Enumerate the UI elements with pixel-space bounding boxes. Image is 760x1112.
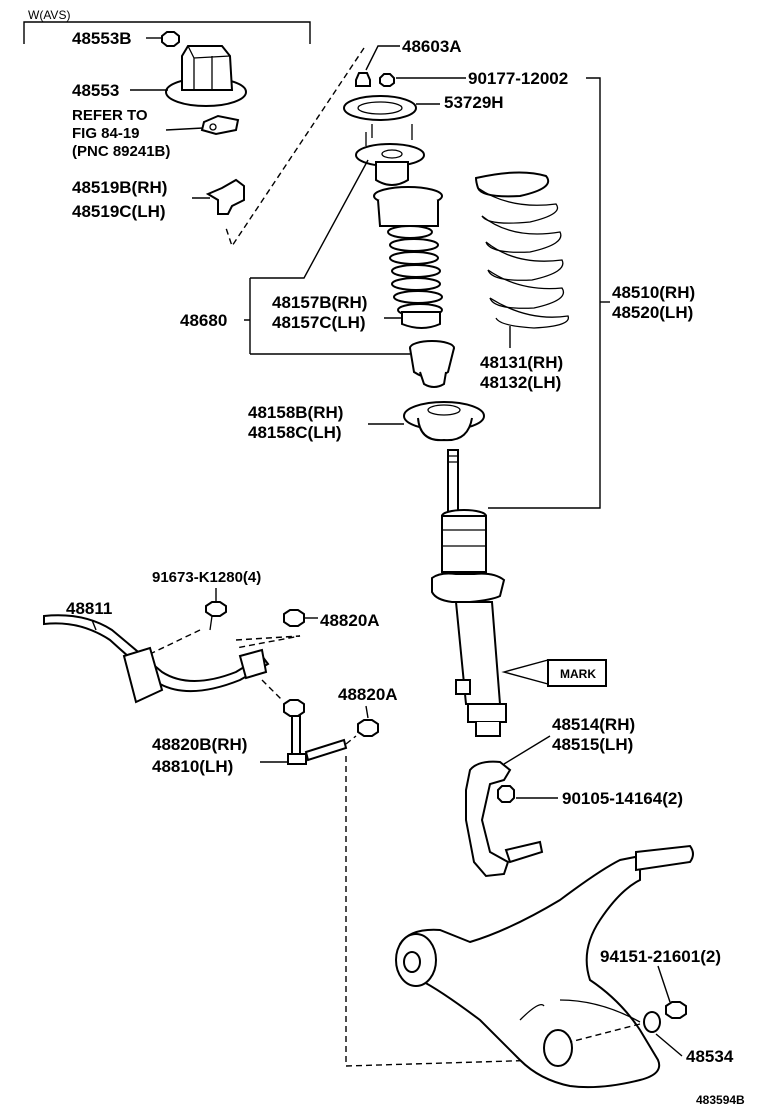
part-91673-bolt[interactable] <box>205 601 227 631</box>
part-48553b-nut[interactable] <box>161 31 180 47</box>
label-48553b: 48553B <box>72 29 132 48</box>
label-48157b: 48157B(RH) <box>272 293 367 312</box>
part-upper-mount[interactable] <box>355 124 425 186</box>
label-94151: 94151-21601(2) <box>600 947 721 966</box>
avs-bracket: W(AVS) <box>23 8 311 44</box>
part-48820b-stabilizer-link[interactable] <box>261 679 348 765</box>
variant-label: W(AVS) <box>28 8 70 22</box>
part-94151-nut[interactable] <box>665 1001 687 1019</box>
part-90177-nut[interactable] <box>379 73 395 87</box>
part-48534-washer[interactable] <box>643 1011 661 1033</box>
part-bump-stopper[interactable] <box>409 340 455 388</box>
part-shock-absorber[interactable] <box>431 449 507 737</box>
label-48158b: 48158B(RH) <box>248 403 343 422</box>
label-90177: 90177-12002 <box>468 69 568 88</box>
part-48519-bracket[interactable] <box>205 178 245 215</box>
label-91673: 91673-K1280(4) <box>152 569 261 586</box>
part-48131-coil-spring[interactable] <box>474 171 569 329</box>
part-48158-insulator[interactable] <box>403 401 485 442</box>
label-48534: 48534 <box>686 1047 734 1066</box>
label-48553: 48553 <box>72 81 119 100</box>
refer-line-3: (PNC 89241B) <box>72 143 170 160</box>
part-lower-arm[interactable] <box>395 844 694 1089</box>
label-48514: 48514(RH) <box>552 715 635 734</box>
mark-label: MARK <box>560 667 596 681</box>
mark-callout: MARK <box>501 659 607 687</box>
label-53729h: 53729H <box>444 93 504 112</box>
part-53729h-plate[interactable] <box>343 95 417 121</box>
figure-id: 483594B <box>696 1093 745 1107</box>
part-48553-actuator[interactable] <box>165 45 247 107</box>
label-48603a: 48603A <box>402 37 462 56</box>
label-48519b: 48519B(RH) <box>72 178 167 197</box>
label-48519c: 48519C(LH) <box>72 202 166 221</box>
label-48811: 48811 <box>66 599 112 618</box>
part-48157-dust-boot[interactable] <box>373 186 443 329</box>
label-48820a-lower: 48820A <box>338 685 398 704</box>
label-48132: 48132(LH) <box>480 373 561 392</box>
part-48603a-cap[interactable] <box>355 72 371 87</box>
part-connector-ref[interactable] <box>200 114 240 136</box>
label-48820b: 48820B(RH) <box>152 735 247 754</box>
label-48520: 48520(LH) <box>612 303 693 322</box>
label-90105: 90105-14164(2) <box>562 789 683 808</box>
label-48157c: 48157C(LH) <box>272 313 366 332</box>
label-48810: 48810(LH) <box>152 757 233 776</box>
part-48820a-nut-upper[interactable] <box>283 609 305 627</box>
label-48820a-upper: 48820A <box>320 611 380 630</box>
refer-line-1: REFER TO <box>72 107 148 124</box>
label-48510: 48510(RH) <box>612 283 695 302</box>
label-48158c: 48158C(LH) <box>248 423 342 442</box>
label-48131: 48131(RH) <box>480 353 563 372</box>
refer-line-2: FIG 84-19 <box>72 125 140 142</box>
part-48811-stabilizer-bar[interactable] <box>43 614 270 704</box>
label-48515: 48515(LH) <box>552 735 633 754</box>
part-48820a-nut-lower[interactable] <box>357 719 379 737</box>
part-48514-bracket[interactable] <box>465 760 544 878</box>
label-48680: 48680 <box>180 311 227 330</box>
